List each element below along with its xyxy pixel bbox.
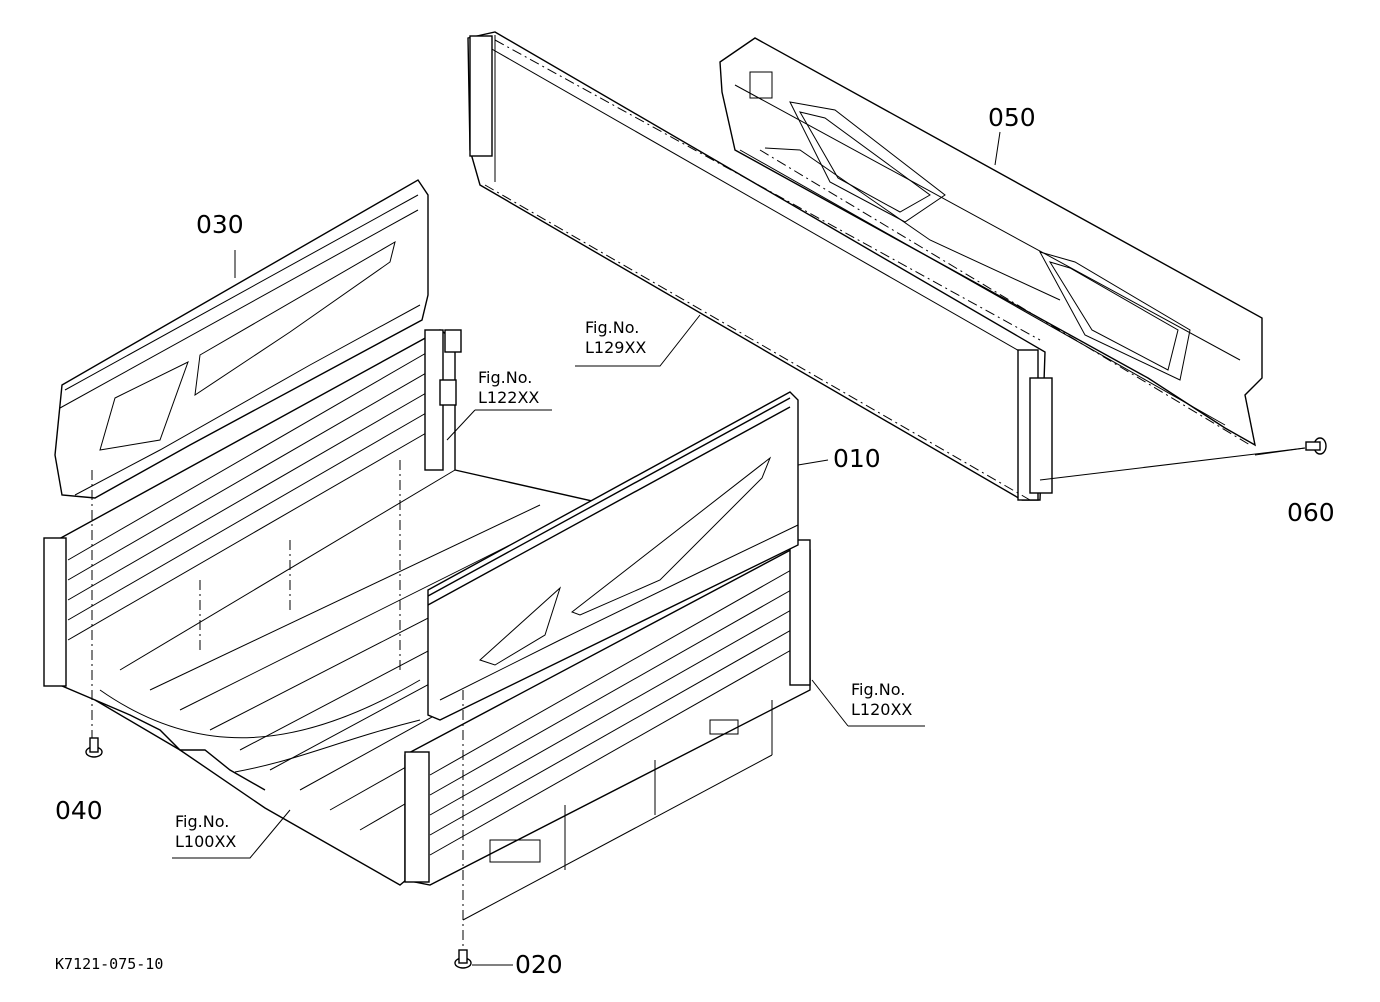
bolt-020 [454, 949, 472, 969]
panel-030 [54, 179, 429, 499]
fig-ref-l120xx-code: L120XX [851, 700, 913, 719]
part-label-040: 040 [55, 796, 103, 825]
fig-ref-l129xx: Fig.No. L129XX [585, 318, 646, 358]
assembly-lines [91, 39, 1251, 950]
part-label-050: 050 [988, 103, 1036, 132]
drawing-code: K7121-075-10 [55, 955, 164, 973]
fig-ref-l129xx-title: Fig.No. [585, 318, 640, 337]
part-label-020: 020 [515, 950, 563, 979]
part-label-030: 030 [196, 210, 244, 239]
panel-010 [427, 391, 799, 721]
fig-ref-l122xx-code: L122XX [478, 388, 540, 407]
bolt-040 [85, 737, 103, 758]
post-122 [424, 329, 462, 471]
leader-lines [172, 131, 1306, 966]
fig-ref-l100xx-code: L100XX [175, 832, 237, 851]
fig-ref-l100xx-title: Fig.No. [175, 812, 230, 831]
fig-ref-l100xx: Fig.No. L100XX [175, 812, 236, 852]
part-label-010: 010 [833, 444, 881, 473]
fig-ref-l120xx-title: Fig.No. [851, 680, 906, 699]
fig-ref-l122xx: Fig.No. L122XX [478, 368, 539, 408]
bolt-060 [1305, 437, 1327, 455]
part-label-060: 060 [1287, 498, 1335, 527]
fig-ref-l122xx-title: Fig.No. [478, 368, 533, 387]
right-rail [404, 539, 811, 886]
fig-ref-l120xx: Fig.No. L120XX [851, 680, 912, 720]
back-board [467, 31, 1053, 501]
fig-ref-l129xx-code: L129XX [585, 338, 647, 357]
panel-050 [719, 37, 1263, 447]
